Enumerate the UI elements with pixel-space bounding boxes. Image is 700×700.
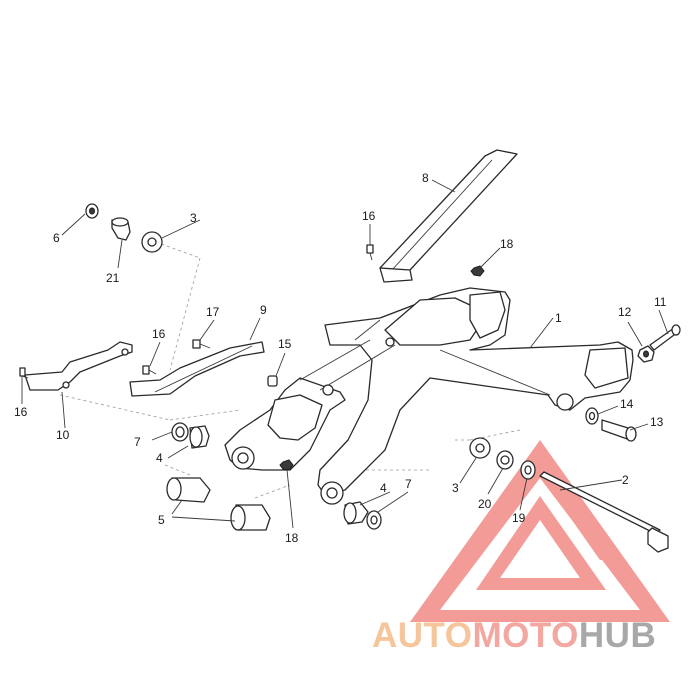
pivot-axle-part-2 bbox=[539, 471, 669, 553]
callout-5: 5 bbox=[158, 513, 165, 527]
bolt-part-17 bbox=[192, 339, 211, 349]
chain-guide-part-8 bbox=[379, 149, 518, 283]
watermark-hub: HUB bbox=[578, 616, 657, 655]
bracket-part-10 bbox=[24, 341, 133, 391]
callout-4-left: 4 bbox=[156, 451, 163, 465]
callout-20: 20 bbox=[478, 497, 492, 511]
washer-part-6 bbox=[85, 203, 99, 219]
callout-6: 6 bbox=[53, 231, 60, 245]
bushing-part-20 bbox=[496, 450, 514, 470]
nut-part-18-top bbox=[470, 265, 485, 277]
bushing-part-4-left bbox=[189, 425, 210, 449]
chain-slider-part-9 bbox=[129, 341, 265, 397]
washer-part-3-right bbox=[469, 437, 491, 459]
callout-9: 9 bbox=[260, 303, 267, 317]
swingarm-part-1 bbox=[317, 287, 634, 505]
bolt-part-13 bbox=[601, 419, 637, 442]
sleeve-part-5-lower bbox=[230, 504, 271, 531]
bolt-part-11 bbox=[649, 324, 681, 351]
bolt-part-15 bbox=[267, 375, 278, 387]
nut-part-18-bottom bbox=[279, 459, 294, 471]
callout-19: 19 bbox=[512, 511, 526, 525]
callout-10: 10 bbox=[56, 428, 70, 442]
callout-4-right: 4 bbox=[380, 481, 387, 495]
callout-15: 15 bbox=[278, 337, 292, 351]
callout-16-center: 16 bbox=[152, 327, 166, 341]
callout-3-top: 3 bbox=[190, 211, 197, 225]
bushing-part-4-right bbox=[343, 501, 369, 525]
seal-part-7-right bbox=[366, 510, 382, 530]
callout-12: 12 bbox=[618, 305, 632, 319]
callout-16-left: 16 bbox=[14, 405, 28, 419]
bolt-part-16-left bbox=[19, 367, 29, 379]
swingarm-left-pivot bbox=[224, 337, 396, 471]
callout-7-right: 7 bbox=[405, 477, 412, 491]
callout-14: 14 bbox=[620, 397, 634, 411]
callout-1: 1 bbox=[555, 311, 562, 325]
callout-leaders bbox=[21, 179, 669, 529]
washer-part-19 bbox=[520, 460, 536, 480]
callout-2: 2 bbox=[622, 473, 629, 487]
callout-16-top: 16 bbox=[362, 209, 376, 223]
stud-part-21 bbox=[111, 217, 131, 241]
callout-labels: 1 2 3 3 4 4 5 6 7 7 8 9 10 11 12 13 14 1… bbox=[14, 171, 667, 545]
callout-21: 21 bbox=[106, 271, 120, 285]
callout-3-right: 3 bbox=[452, 481, 459, 495]
callout-18-top: 18 bbox=[500, 237, 514, 251]
nut-part-12 bbox=[637, 345, 655, 363]
callout-13: 13 bbox=[650, 415, 664, 429]
callout-8: 8 bbox=[422, 171, 429, 185]
callout-17: 17 bbox=[206, 305, 220, 319]
bolt-part-16-center bbox=[142, 365, 157, 375]
watermark-auto: AUTO bbox=[372, 616, 473, 655]
washer-part-14 bbox=[585, 407, 599, 425]
sleeve-part-5-upper bbox=[166, 477, 211, 503]
washer-part-3-top bbox=[141, 231, 163, 253]
callout-7-left: 7 bbox=[134, 435, 141, 449]
watermark-moto: MOTO bbox=[472, 616, 579, 655]
callout-11: 11 bbox=[654, 295, 667, 309]
bolt-part-16-top bbox=[366, 244, 374, 261]
watermark-text: AUTOMOTOHUB bbox=[372, 616, 656, 656]
callout-18-bottom: 18 bbox=[285, 531, 299, 545]
seal-part-7-left bbox=[171, 422, 189, 442]
watermark-triangle-logo bbox=[410, 440, 670, 622]
